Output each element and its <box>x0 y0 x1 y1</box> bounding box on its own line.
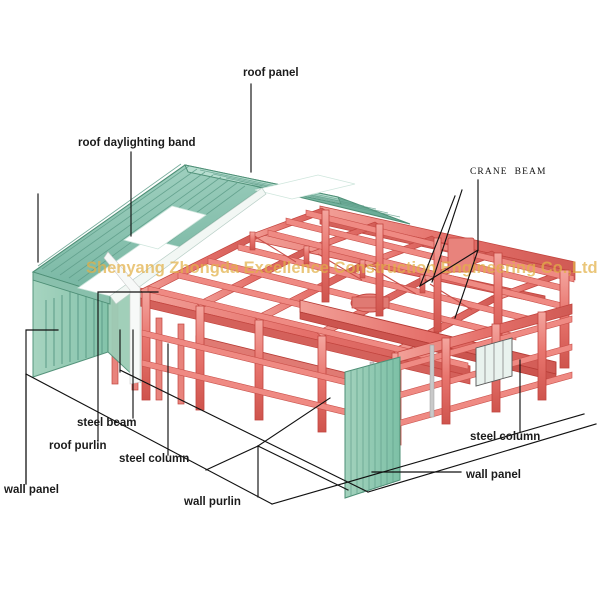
steel-frame-group <box>111 205 576 446</box>
ground-outline-right <box>271 413 585 505</box>
label-wall-purlin: wall purlin <box>183 496 241 508</box>
ground-outline-back-right <box>367 423 597 493</box>
label-steel-beam: steel beam <box>77 417 136 429</box>
ground-outline-back <box>119 369 369 493</box>
wall-window-frame <box>475 337 513 387</box>
roof-panel-group <box>31 163 411 305</box>
label-roof-purlin: roof purlin <box>49 440 107 452</box>
wall-panel-right <box>344 356 401 499</box>
leader-wall-purlin-2 <box>205 445 259 471</box>
leader-crane-beam-3 <box>431 189 463 283</box>
wall-purlins-front <box>141 329 401 429</box>
leader-crane-beam-2 <box>418 195 479 288</box>
leader-roof-purlin <box>97 291 159 442</box>
leader-wall-purlin-4 <box>257 445 349 491</box>
daylighting-band-3 <box>254 174 356 200</box>
roof-fascia <box>109 187 267 305</box>
leader-wall-purlin-3 <box>257 397 331 447</box>
daylighting-band-2 <box>123 205 207 250</box>
label-crane-beam: CRANE BEAM <box>470 167 547 177</box>
label-roof-panel: roof panel <box>243 67 299 79</box>
label-steel-column-right: steel column <box>470 431 540 443</box>
label-steel-column-left: steel column <box>119 453 189 465</box>
leader-lines-group <box>25 83 597 505</box>
ground-outline-front <box>25 373 273 505</box>
label-wall-panel-right: wall panel <box>465 469 521 481</box>
gable-trim <box>103 251 141 385</box>
labels-group: roof panel roof daylighting band CRANE B… <box>3 67 547 508</box>
watermark: Shenyang Zhongda Excellence Construction… <box>86 259 598 277</box>
label-wall-panel-left: wall panel <box>3 484 59 496</box>
roof-daylighting-band-group <box>77 174 356 299</box>
label-roof-daylighting-band: roof daylighting band <box>78 137 196 149</box>
wall-panel-left-ribs <box>45 283 103 368</box>
